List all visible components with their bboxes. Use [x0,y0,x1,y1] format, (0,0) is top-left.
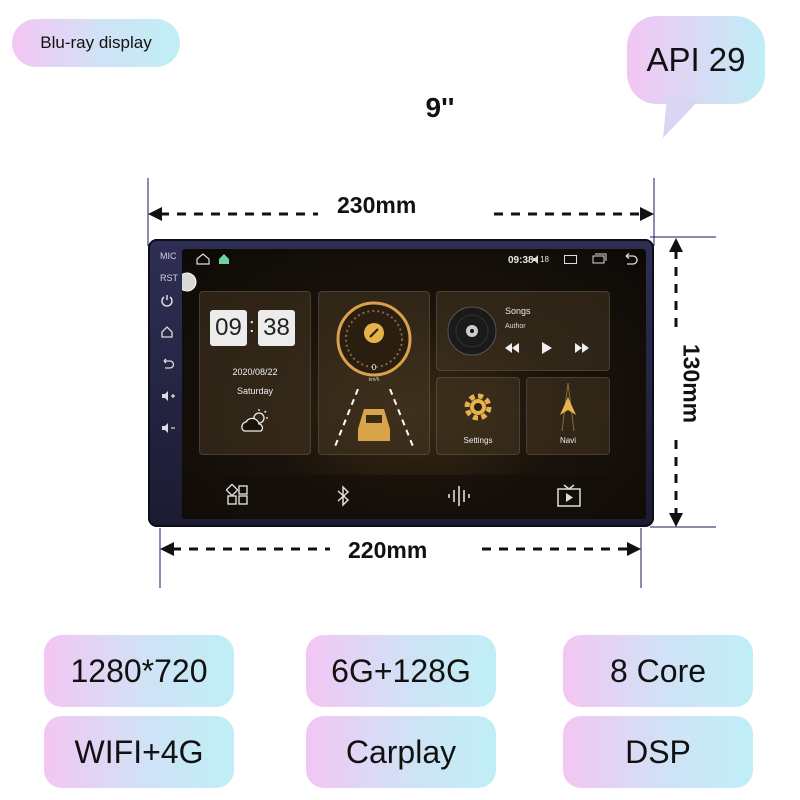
app-icon[interactable] [218,253,230,265]
apps-grid-icon[interactable] [226,484,250,508]
song-title: Songs [505,306,531,316]
home-icon[interactable] [160,325,174,339]
clock-minute: 38 [258,310,295,346]
clock-widget[interactable]: 09 : 38 2020/08/22 Saturday [199,291,311,455]
clock-date: 2020/08/22 [232,367,278,377]
clock-colon: : [249,315,255,337]
width-dimension-label: 230mm [333,192,421,219]
music-widget[interactable]: Songs Author [436,291,610,371]
next-track-icon[interactable] [574,341,590,355]
assistive-touch-icon[interactable] [182,271,198,293]
equalizer-icon[interactable] [446,484,474,508]
status-volume: 18 [540,255,549,264]
back-arrow-icon[interactable] [622,253,638,265]
video-player-icon[interactable] [556,484,582,508]
song-author: Author [505,323,526,330]
speaker-icon [533,255,538,264]
speedometer-widget[interactable]: 0 km/h [318,291,430,455]
speed-value: 0 [371,363,377,372]
settings-label: Settings [463,436,493,445]
speedometer-gauge [336,301,412,377]
speed-unit: km/h [368,377,380,383]
api-speech-bubble: API 29 [627,16,765,138]
app-dock [182,475,646,519]
volume-up-icon[interactable] [160,389,176,403]
bluray-display-badge: Blu-ray display [12,19,180,67]
device-screen: 09:38 18 09 : 38 2020/08/22 Satur [182,249,646,519]
api-level-label: API 29 [646,41,746,78]
back-icon[interactable] [160,357,174,371]
power-icon[interactable] [160,293,174,307]
volume-down-icon[interactable] [160,421,176,435]
spec-memory: 6G+128G [306,635,496,707]
head-unit-device: MIC RST 09:38 18 [148,239,654,527]
spec-cpu: 8 Core [563,635,753,707]
spec-resolution: 1280*720 [44,635,234,707]
weather-cloud-sun-icon [241,409,268,432]
car-road-graphic [333,389,415,449]
play-icon[interactable] [540,340,554,356]
rst-label: RST [160,273,178,283]
mic-label: MIC [160,251,177,261]
screen-size-label: 9'' [425,92,455,123]
bluetooth-icon[interactable] [334,484,352,508]
clock-day: Saturday [236,386,274,396]
vinyl-disc-icon [447,306,497,356]
inner-width-dimension-label: 220mm [344,537,432,564]
spec-carplay: Carplay [306,716,496,788]
status-time: 09:38 [508,255,534,266]
settings-widget[interactable]: Settings [436,377,520,455]
recent-apps-icon[interactable] [592,253,607,265]
previous-track-icon[interactable] [504,341,520,355]
home-outline-icon[interactable] [196,253,210,265]
spec-connectivity: WIFI+4G [44,716,234,788]
gear-icon [464,393,492,421]
spec-dsp: DSP [563,716,753,788]
height-dimension-label: 130mm [677,324,705,443]
status-bar: 09:38 18 [182,249,646,292]
battery-icon [564,255,577,264]
speech-bubble-shape [627,16,765,138]
navi-widget[interactable]: Navi [526,377,610,455]
clock-hour: 09 [210,310,247,346]
side-button-panel: MIC RST [154,247,180,522]
navigation-arrow-icon [560,383,576,431]
navi-label: Navi [559,436,576,445]
